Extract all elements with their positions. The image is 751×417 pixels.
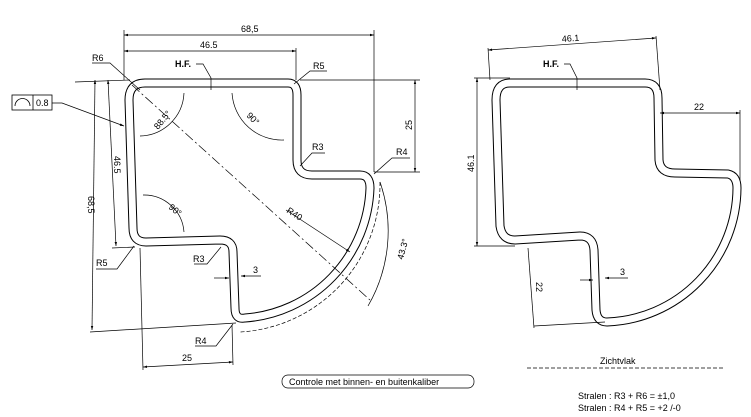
dim-bottom-width: 25 xyxy=(182,353,192,363)
angle-right-1: 90° xyxy=(245,110,262,127)
angle-corner: 88.5° xyxy=(152,108,173,131)
dim-bottom-offset: 22 xyxy=(534,282,544,292)
r3-bottom-label: R3 xyxy=(193,254,205,264)
profile-of-surface-icon xyxy=(14,98,31,107)
dim-top-outer: 68,5 xyxy=(241,24,259,34)
profile-tolerance-frame: 0.8 xyxy=(11,94,125,127)
profile-tolerance-value: 0.8 xyxy=(36,98,49,108)
dim-left-right: 46.1 xyxy=(466,154,476,172)
dim-top-inner: 46.5 xyxy=(200,40,218,50)
dim-right-height: 25 xyxy=(404,120,414,130)
hf-label-left: H.F. xyxy=(175,59,191,69)
angle-arc: 43.3° xyxy=(395,237,410,260)
r6-label: R6 xyxy=(92,53,104,63)
left-profile-shape xyxy=(124,78,375,323)
check-note: Controle met binnen- en buitenkaliber xyxy=(289,377,439,387)
dim-left-outer: 68,5 xyxy=(86,196,96,214)
dim-thickness-left: 3 xyxy=(253,265,258,275)
right-profile-view: H.F. 46.1 46.1 22 22 3 xyxy=(466,33,742,329)
visible-face-label: Zichtvlak xyxy=(600,356,636,366)
left-profile-view: 68,5 46.5 H.F. R6 R5 R3 R4 R5 R3 R4 25 6… xyxy=(11,24,420,371)
r4-bottom-label: R4 xyxy=(195,336,207,346)
angle-right-2: 90° xyxy=(167,202,184,219)
dim-right-offset: 22 xyxy=(694,102,704,112)
r4-right-label: R4 xyxy=(396,147,408,157)
dim-left-inner: 46.5 xyxy=(112,156,122,174)
hf-label-right: H.F. xyxy=(543,59,559,69)
notes: Controle met binnen- en buitenkaliber Zi… xyxy=(281,356,723,413)
radii-tolerance-2: Stralen : R4 + R5 = +2 /-0 xyxy=(578,403,681,413)
r3-top-label: R3 xyxy=(312,142,324,152)
right-profile-shape xyxy=(491,78,742,327)
r5-bottom-label: R5 xyxy=(96,258,108,268)
dim-top-right: 46.1 xyxy=(561,33,579,44)
gauge-arc xyxy=(239,181,381,333)
r5-top-label: R5 xyxy=(313,61,325,71)
radii-tolerance-1: Stralen : R3 + R6 = ±1,0 xyxy=(578,391,675,401)
dim-thickness-right: 3 xyxy=(620,267,625,277)
check-note-box xyxy=(281,374,475,389)
